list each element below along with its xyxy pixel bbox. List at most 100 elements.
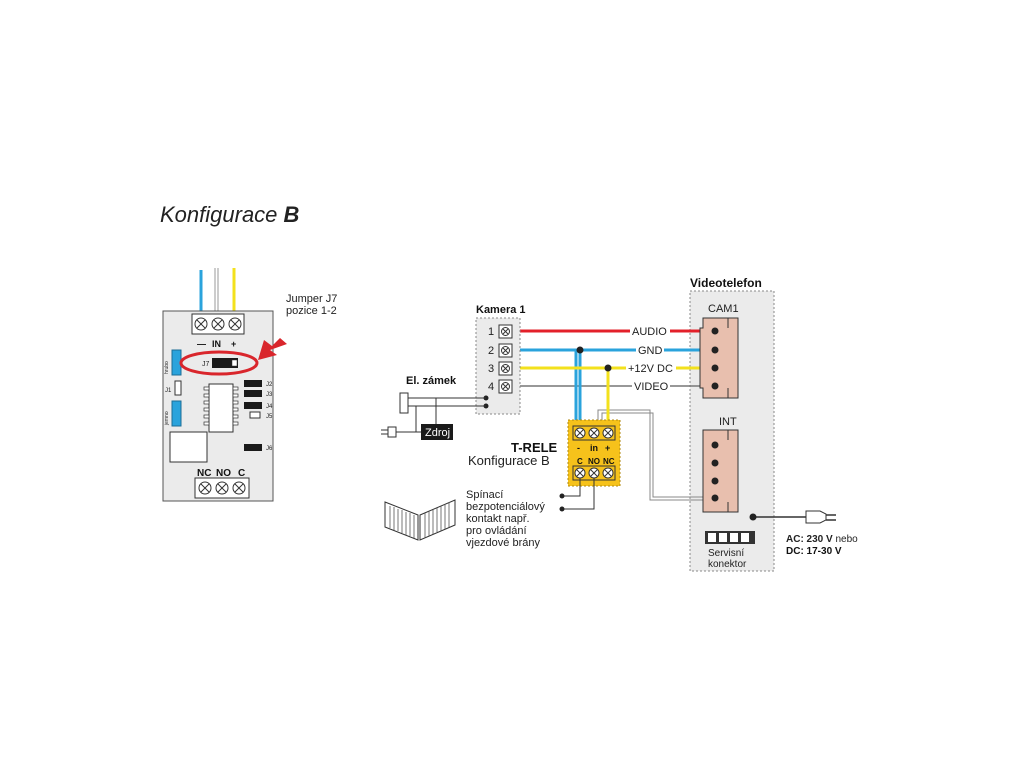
lock-icon	[399, 392, 409, 414]
board-relay-component	[169, 431, 208, 463]
supply-junction	[749, 513, 757, 521]
plug-icon	[805, 510, 836, 524]
contact-note-line-3: kontakt např.	[466, 513, 530, 525]
jumper-j5-label: J5	[266, 414, 273, 420]
jumper-j7-pin	[231, 359, 238, 367]
trimmer-coarse-label: hrubo	[164, 361, 170, 374]
electric-lock: El. zámek Zdroj	[381, 375, 486, 440]
jumper-j2-label: J2	[266, 382, 273, 388]
relay-nc: NC	[603, 457, 615, 466]
videophone-int-label: INT	[719, 416, 737, 428]
dc-label: +12V DC	[628, 363, 673, 375]
jumper-j6-label: J6	[266, 446, 273, 452]
int-terminal-block	[702, 429, 739, 513]
lock-label: El. zámek	[406, 375, 457, 387]
supply-ac: AC: 230 V	[786, 534, 833, 545]
jumper-j3[interactable]	[244, 390, 262, 397]
camera-title: Kamera 1	[476, 304, 526, 316]
gate-icon	[384, 499, 456, 541]
gnd-label-bg	[636, 343, 664, 356]
video-label: VIDEO	[634, 381, 669, 393]
board-output-screws	[198, 481, 246, 495]
cam-pin-audio	[711, 327, 719, 335]
contact-note-line-2: bezpotenciálový	[466, 501, 545, 513]
relay-board: — IN + hrubo jemno J1 J7 Jumper J7 pozic…	[162, 268, 337, 502]
jumper-j1-header	[174, 380, 182, 396]
contact-terminal-1	[559, 493, 565, 499]
contact-note-line-4: pro ovládání	[466, 525, 527, 537]
board-in-minus: —	[197, 339, 206, 349]
jumper-j7-label: J7	[202, 361, 210, 368]
camera-terminal-2-label: 2	[488, 345, 494, 357]
relay-no: NO	[588, 457, 600, 466]
videophone-title: Videotelefon	[690, 276, 762, 290]
supply-ac-line: AC: 230 V nebo	[786, 534, 858, 545]
jumper-j4[interactable]	[244, 402, 262, 409]
video-label-bg	[632, 379, 670, 392]
relay-in: in	[590, 443, 598, 453]
relay-minus: -	[577, 443, 580, 453]
jumper-note-line2: pozice 1-2	[286, 305, 337, 317]
relay-no-wire	[562, 478, 595, 510]
power-supply-box	[421, 424, 453, 440]
contact-note-line-5: vjezdové brány	[466, 537, 540, 549]
service-connector-label-2: konektor	[708, 559, 747, 570]
audio-label: AUDIO	[632, 326, 667, 338]
jumper-note-line1: Jumper J7	[286, 293, 337, 305]
jumper-arrow-icon	[258, 338, 287, 360]
relay-to-int-wire-2	[601, 412, 712, 498]
page-title-emphasis: B	[284, 202, 300, 227]
gnd-label: GND	[638, 345, 663, 357]
cam-pin-gnd	[711, 346, 719, 354]
service-connector[interactable]	[705, 531, 755, 544]
relay-to-int-wire	[597, 409, 712, 501]
jumper-j5-header	[249, 411, 261, 419]
relay-bottom-screws	[574, 467, 614, 479]
t-rele-module: T-RELE Konfigurace B - in + C NO NC	[468, 419, 621, 512]
contact-note-line-1: Spínací	[466, 489, 503, 501]
jumper-j3-label: J3	[266, 392, 273, 398]
contact-terminal-2	[559, 506, 565, 512]
relay-c: C	[577, 457, 583, 466]
board-in-label: IN	[212, 339, 221, 349]
jumper-j6[interactable]	[244, 444, 262, 451]
camera-terminal-3-label: 3	[488, 363, 494, 375]
service-connector-label-1: Servisní	[708, 548, 744, 559]
trimmer-fine-label: jemno	[164, 411, 170, 426]
relay-plus: +	[605, 443, 610, 453]
cam-pin-dc	[711, 364, 719, 372]
board-input-screws	[194, 317, 242, 331]
videophone-cam-label: CAM1	[708, 303, 739, 315]
jumper-j7[interactable]	[212, 358, 238, 368]
jumper-j4-label: J4	[266, 404, 273, 410]
board-out-c: C	[238, 468, 245, 479]
contact-note: Spínací bezpotenciálový kontakt např. pr…	[466, 489, 545, 549]
dc-junction	[604, 364, 612, 372]
relay-subtitle: Konfigurace B	[468, 453, 550, 468]
mains-supply: AC: 230 V nebo DC: 17-30 V	[749, 510, 858, 557]
page-title: Konfigurace B	[160, 202, 300, 227]
power-supply-label: Zdroj	[425, 427, 450, 439]
dc-label-bg	[626, 361, 676, 374]
relay-top-screws	[574, 427, 614, 439]
supply-dc: DC: 17-30 V	[786, 546, 842, 557]
jumper-j2[interactable]	[244, 380, 262, 387]
camera-box	[475, 317, 521, 415]
cam-terminal-block	[699, 317, 739, 399]
camera-screw-terminals	[498, 324, 513, 394]
plug-icon-small	[381, 426, 397, 438]
gnd-junction	[576, 346, 584, 354]
board-out-no: NO	[216, 468, 231, 479]
ic-chip	[203, 383, 239, 433]
jumper-j7-highlight	[179, 350, 259, 376]
camera-terminal-1-label: 1	[488, 326, 494, 338]
trimmer-fine[interactable]	[171, 400, 182, 427]
jumper-j1-label: J1	[165, 388, 172, 394]
board-in-plus: +	[231, 339, 236, 349]
cam-pin-video	[711, 382, 719, 390]
camera-terminal-4-label: 4	[488, 381, 494, 393]
board-out-nc: NC	[197, 468, 211, 479]
relay-title: T-RELE	[511, 440, 558, 455]
supply-ac-suffix: nebo	[833, 534, 858, 545]
